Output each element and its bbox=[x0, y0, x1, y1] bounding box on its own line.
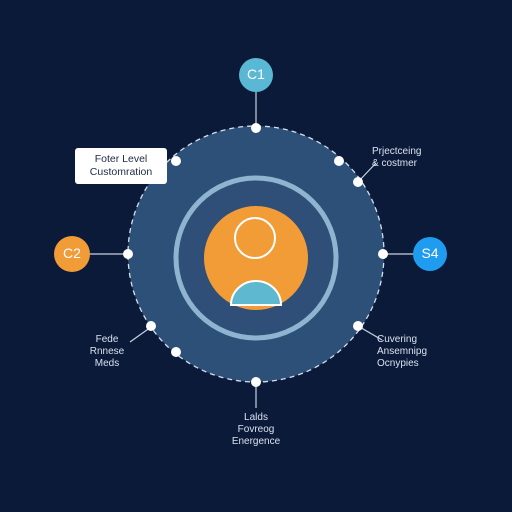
label-bottom-right: Cuvering Ansemnipg Ocnypies bbox=[377, 334, 427, 370]
ring-dot-bottom-left bbox=[146, 321, 156, 331]
ring-dot-upper-right bbox=[353, 177, 363, 187]
label-bottom-line-1: Lalds bbox=[244, 412, 268, 423]
user-avatar-icon bbox=[229, 217, 283, 306]
label-bottom-line-3: Energence bbox=[231, 436, 281, 447]
node-s4-label: S4 bbox=[421, 245, 439, 261]
label-bottom: Lalds Fovreog Energence bbox=[221, 412, 291, 448]
ring-dot-bottom-left-2 bbox=[171, 347, 181, 357]
ring-dot-top bbox=[251, 123, 261, 133]
callout-line-1: Foter Level bbox=[94, 153, 148, 165]
label-bottom-left-line-3: Meds bbox=[94, 358, 120, 369]
ring-dot-bottom bbox=[251, 377, 261, 387]
node-c2-label: C2 bbox=[63, 245, 81, 261]
ring-dot-bottom-right bbox=[353, 321, 363, 331]
label-bottom-left-line-1: Fede bbox=[95, 334, 119, 345]
label-bottom-left-line-2: Rnnese bbox=[89, 346, 125, 357]
callout-line-2: Customration bbox=[89, 166, 153, 178]
label-top-right-line-2: & costmer bbox=[372, 158, 418, 169]
label-bottom-right-line-3: Ocnypies bbox=[377, 358, 419, 369]
label-top-right: Prjectceing & costmer bbox=[372, 146, 421, 170]
label-bottom-left: Fede Rnnese Meds bbox=[86, 334, 128, 370]
ring-dot-right bbox=[378, 249, 388, 259]
label-bottom-line-2: Fovreog bbox=[237, 424, 275, 435]
node-c1-circle bbox=[239, 58, 273, 92]
label-top-right-line-1: Prjectceing bbox=[372, 146, 422, 157]
ring-dot-left bbox=[123, 249, 133, 259]
ring-dot-top-right bbox=[334, 156, 344, 166]
node-c2-circle bbox=[54, 236, 90, 272]
label-bottom-right-line-1: Cuvering bbox=[377, 334, 418, 345]
callout-box: Foter Level Customration bbox=[75, 148, 167, 184]
node-s4-circle bbox=[413, 237, 447, 271]
label-bottom-right-line-2: Ansemnipg bbox=[377, 346, 428, 357]
ring-dot-top-left bbox=[171, 156, 181, 166]
node-c1-label: C1 bbox=[247, 66, 265, 82]
